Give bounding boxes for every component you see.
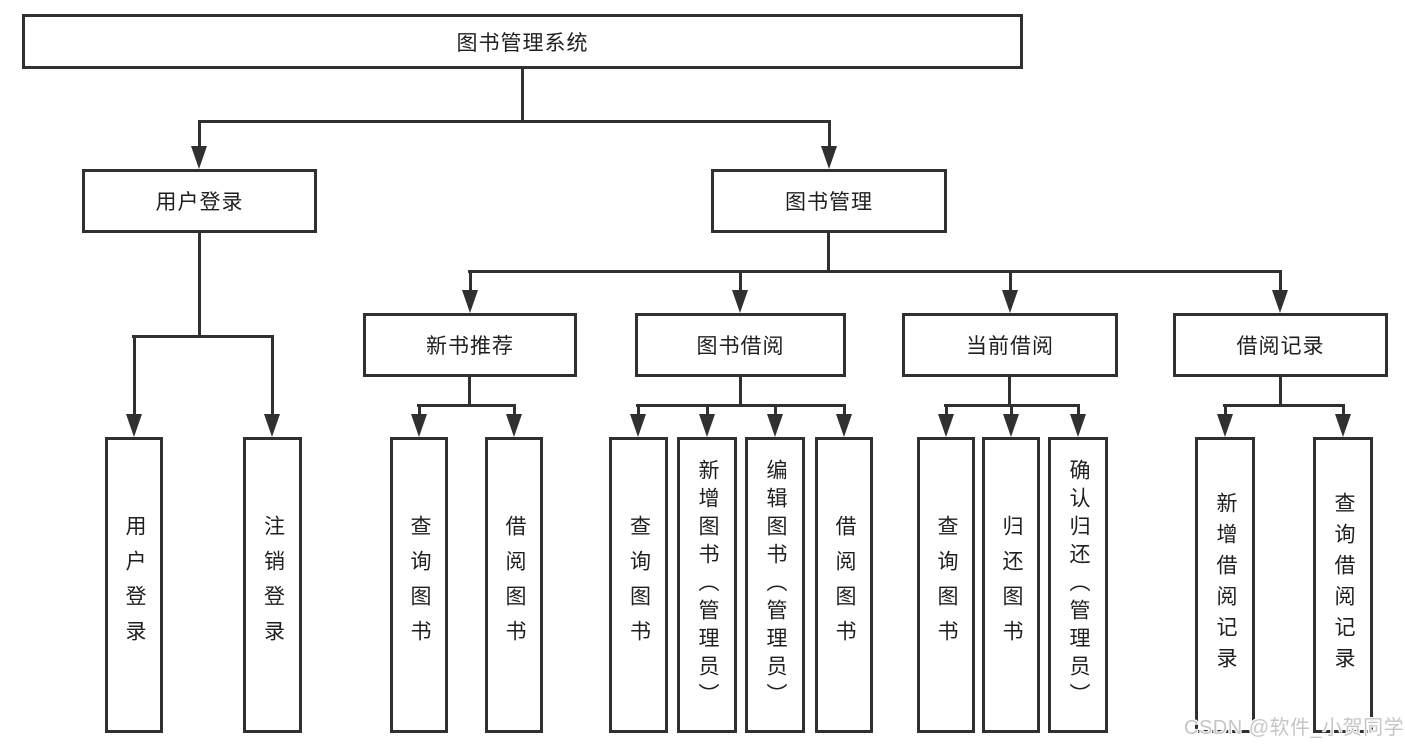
node-current-borrowing: 当前借阅 — [902, 313, 1118, 377]
arrowhead-down-icon — [836, 414, 852, 437]
arrow-shaft — [1223, 404, 1227, 417]
leaf-query-books: 查询图书 — [390, 437, 448, 733]
arrow-shaft — [512, 404, 516, 417]
node-user-login: 用户登录 — [82, 169, 317, 233]
arrow-shaft — [197, 120, 201, 149]
arrowhead-down-icon — [462, 290, 478, 313]
leaf-add-borrow-record: 新增借阅记录 — [1195, 437, 1255, 733]
connector-line — [1223, 404, 1345, 407]
arrow-shaft — [468, 270, 472, 293]
node-borrowing-records: 借阅记录 — [1173, 313, 1388, 377]
leaf-borrow-books: 借阅图书 — [485, 437, 543, 733]
arrowhead-down-icon — [1272, 290, 1288, 313]
leaf-edit-book-admin: 编辑图书（管理员） — [745, 437, 805, 733]
connector-line — [827, 233, 830, 273]
arrow-shaft — [1278, 270, 1282, 293]
leaf-add-book-admin: 新增图书（管理员） — [677, 437, 737, 733]
arrowhead-down-icon — [191, 146, 207, 169]
arrow-shaft — [270, 335, 274, 417]
node-new-book-recommend: 新书推荐 — [363, 313, 577, 377]
arrow-shaft — [1076, 404, 1080, 417]
arrowhead-down-icon — [264, 414, 280, 437]
leaf-query-books: 查询图书 — [917, 437, 975, 733]
arrowhead-down-icon — [821, 146, 837, 169]
arrowhead-down-icon — [1070, 414, 1086, 437]
leaf-query-books: 查询图书 — [609, 437, 668, 733]
arrowhead-down-icon — [506, 414, 522, 437]
arrow-shaft — [1008, 270, 1012, 293]
arrowhead-down-icon — [1002, 290, 1018, 313]
arrowhead-down-icon — [938, 414, 954, 437]
arrowhead-down-icon — [411, 414, 427, 437]
connector-line — [468, 377, 471, 407]
connector-line — [739, 377, 742, 407]
connector-line — [521, 69, 524, 123]
node-book-management: 图书管理 — [711, 169, 947, 233]
arrow-shaft — [636, 404, 640, 417]
arrow-shaft — [944, 404, 948, 417]
arrowhead-down-icon — [126, 414, 142, 437]
arrow-shaft — [705, 404, 709, 417]
csdn-watermark: CSDN @软件_小贺同学 — [1184, 717, 1405, 739]
connector-line — [1279, 377, 1282, 407]
arrowhead-down-icon — [630, 414, 646, 437]
arrow-shaft — [1009, 404, 1013, 417]
arrowhead-down-icon — [699, 414, 715, 437]
leaf-borrow-books: 借阅图书 — [815, 437, 873, 733]
arrow-shaft — [827, 120, 831, 149]
leaf-logout: 注销登录 — [243, 437, 302, 733]
node-library-management-system: 图书管理系统 — [22, 14, 1023, 69]
connector-line — [132, 335, 274, 338]
leaf-confirm-return-admin: 确认归还（管理员） — [1048, 437, 1108, 733]
arrowhead-down-icon — [767, 414, 783, 437]
arrowhead-down-icon — [1217, 414, 1233, 437]
connector-line — [1008, 377, 1011, 407]
arrow-shaft — [417, 404, 421, 417]
arrow-shaft — [738, 270, 742, 293]
arrow-shaft — [1341, 404, 1345, 417]
connector-line — [198, 233, 201, 338]
leaf-user-login: 用户登录 — [105, 437, 163, 733]
arrow-shaft — [132, 335, 136, 417]
arrow-shaft — [842, 404, 846, 417]
leaf-query-borrow-record: 查询借阅记录 — [1313, 437, 1373, 733]
arrowhead-down-icon — [732, 290, 748, 313]
node-book-borrowing: 图书借阅 — [635, 313, 846, 377]
connector-line — [636, 404, 846, 407]
connector-line — [468, 270, 1282, 273]
arrow-shaft — [773, 404, 777, 417]
arrowhead-down-icon — [1335, 414, 1351, 437]
leaf-return-book: 归还图书 — [982, 437, 1040, 733]
connector-line — [417, 404, 516, 407]
arrowhead-down-icon — [1003, 414, 1019, 437]
connector-line — [198, 120, 831, 123]
